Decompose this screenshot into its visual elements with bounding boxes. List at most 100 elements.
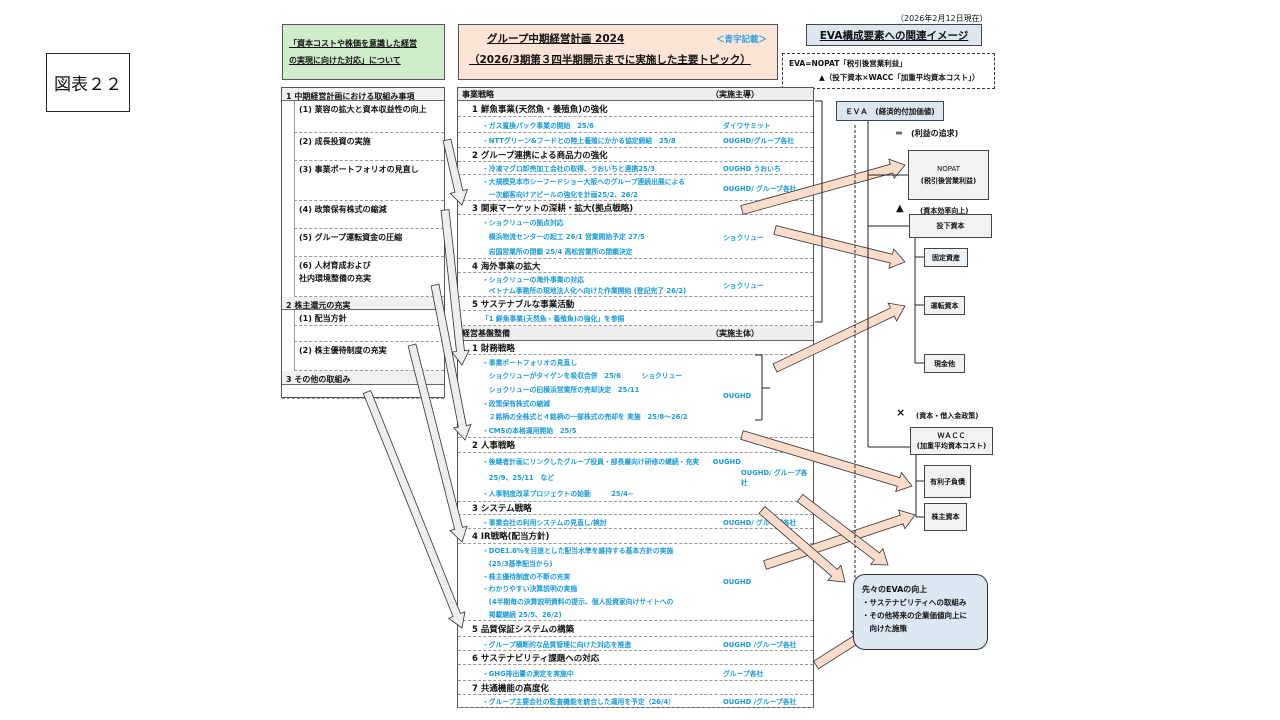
gray-arrow [362,389,466,629]
section-title: 経営基盤整備 [462,328,510,338]
capital-cost-box: 「資本コストや株価を意識した経営 の実現に向けた対応」について [282,24,445,80]
topic-owner: OUGHD/ グループ各社 [723,184,797,193]
topic-text: ・冷凍マグロ卸売加工会社の取得、うおいちと連携25/3 [482,162,723,174]
initiative-row [294,326,444,342]
eva-box: ＥＶＡ (経済的付加価値) [836,101,944,121]
topic-line: 一次顧客向けアピールの強化を計画25/2、26/2 [482,190,638,199]
topic-line: ショクリューがタイゲンを吸収合併 25/6 ショクリュー [482,372,683,381]
topic-line: ・GHG排出量の測定を実施中 [482,669,574,678]
topic-row: 「1 鮮魚事業(天然魚・養殖魚)の強化」を参照 [458,311,813,326]
interest-debt-box: 有利子負債 [924,465,971,498]
topic-line: ベトナム事務所の現地法人化へ向けた作業開始 (登記完了 26/2) [482,287,687,296]
topic-row: ・ショクリューの海外事業の対応 ベトナム事務所の現地法人化へ向けた作業開始 (登… [458,273,813,297]
nopat-box: NOPAT (税引後営業利益) [908,150,989,200]
minus-icon: ▲ [896,203,904,214]
strategy-title: 5 品質保証システムの構築 [472,624,575,635]
topic-line: ・冷凍マグロ卸売加工会社の取得、うおいちと連携25/3 [482,165,655,173]
topic-owner: OUGHD/グループ各社 [723,137,795,145]
initiative-row: (1) 業容の拡大と資本収益性の向上 [294,101,444,133]
initiative-row: (4) 政策保有株式の縮減 [294,201,444,229]
topic-owner: OUGHD /グループ各社 [723,698,797,706]
topic-row: ・グループ主要会社の監査機能を統合した運用を予定（26/4）OUGHD /グルー… [458,695,813,708]
working-capital-box: 運転資本 [924,296,965,315]
topic-line: ・人事制度改革プロジェクトの始動 25/4~ [482,490,634,498]
topic-row: ・DOE1.6%を目途とした配当水準を維持する基本方針の実施 (25/3基準配当… [458,544,813,621]
topic-owner: OUGHD /グループ各社 [723,640,797,649]
section-owner-header: （実施主導） [711,89,759,99]
figure-label: 図表２２ [46,53,130,112]
blue-note: ＜青字記載＞ [715,35,767,45]
strategy-heading: 2 人事戦略 [458,438,813,453]
topic-text: ・事業会社の利用システムの見直し/検討 [482,515,723,528]
topic-text: ・GHG排出量の測定を実施中 [482,665,723,680]
wacc-sub: (加重平均資本コスト) [916,442,987,450]
strategy-title: 3 システム戦略 [472,504,532,514]
topics-table: 事業戦略（実施主導）1 鮮魚事業(天然魚・養殖魚)の強化・ガス置換パック事業の開… [457,87,814,708]
topic-line: 「1 鮮魚事業(天然魚・養殖魚)の強化」を参照 [482,315,625,323]
topic-line: 25/9、25/11 など [482,474,555,482]
topic-row: ・冷凍マグロ卸売加工会社の取得、うおいちと連携25/3 OUGHD うおいち [458,162,813,175]
strategy-title: 7 共通機能の高度化 [472,683,549,694]
future-item: ・その他将来の企業価値向上に [862,611,967,620]
strategy-heading: 3 関東マーケットの深耕・拡大(拠点戦略) [458,201,813,215]
topic-line: (25/3基準配当から) [482,559,553,568]
fixed-assets-box: 固定資産 [924,248,968,267]
topic-owner: OUGHD うおいち [723,165,781,173]
capital-cost-line2: の実現に向けた対応」について [289,56,401,65]
topic-line: 横浜物流センターの起工 26/1 営業開始予定 27/5 [482,233,645,242]
future-item: 向けた施策 [862,624,907,633]
topic-line: (4半期毎の決算説明資料の提示、個人投資家向けサイトへの [482,597,674,606]
strategy-heading: 3 システム戦略 [458,502,813,515]
topic-line: 岩国営業所の閉鎖 25/4 高松営業所の閉鎖決定 [482,247,633,256]
topic-text: ・DOE1.6%を目途とした配当水準を維持する基本方針の実施 (25/3基準配当… [482,544,723,620]
section-owner-header: （実施主体） [711,328,759,338]
topic-owner: ショクリュー [723,281,764,290]
strategy-heading: 4 海外事業の拡大 [458,259,813,273]
nopat-sub: (税引後営業利益) [920,176,977,185]
strategy-heading: 1 財務戦略 [458,341,813,355]
plan-title-box: グループ中期経営計画 2024 ＜青字記載＞ （2026/3期第３四半期開示まで… [458,24,778,80]
initiative-row: (1) 配当方針 [294,310,444,326]
topic-text: ・大規模見本市シーフードショー大阪へのグループ連続出展による 一次顧客向けアピー… [482,175,723,200]
future-eva-box: 先々のEVAの向上 ・サステナビリティへの取組み ・その他将来の企業価値向上に … [853,574,988,650]
wacc-box: ＷＡＣＣ (加重平均資本コスト) [910,427,993,455]
future-item: ・サステナビリティへの取組み [862,598,967,607]
initiative-row: 1 中期経営計画における取組み事項 [282,88,444,101]
formula-line1: EVA=NOPAT「税引後営業利益」 [789,59,907,68]
topic-line: ・事業ポートフォリオの見直し [482,358,578,367]
nopat-label: NOPAT [936,164,961,173]
topic-line: ・グループ横断的な品質管理に向けた対応を推進 [482,640,632,649]
strategy-heading: 5 品質保証システムの構築 [458,621,813,637]
topic-row: ・大規模見本市シーフードショー大阪へのグループ連続出展による 一次顧客向けアピー… [458,175,813,201]
topic-owner: OUGHD [723,392,752,400]
plan-title: グループ中期経営計画 2024 [487,33,625,45]
topic-text: ・ショクリューの拠点対応 横浜物流センターの起工 26/1 営業開始予定 27/… [482,215,723,258]
initiative-row: 3 その他の取組み [282,371,444,385]
topic-text: ・NTTグリーン&フードとの陸上養殖にかかる協定締結 25/8 [482,133,723,147]
strategy-title: 1 財務戦略 [472,343,515,354]
strategy-heading: 6 サステナビリティ課題への対応 [458,651,813,665]
strategy-title: 2 人事戦略 [472,441,515,451]
topic-owner: OUGHD/ グループ各社 [723,518,797,527]
initiative-row: (6) 人材育成および 社内環境整備の充実 [294,257,444,297]
strategy-heading: 2 グループ連携による商品力の強化 [458,148,813,162]
topic-owner: OUGHD/ グループ各社 [740,469,808,487]
initiative-row: (2) 成長投資の実施 [294,133,444,161]
topic-row: ・事業ポートフォリオの見直し ショクリューがタイゲンを吸収合併 25/6 ショク… [458,355,813,438]
topic-owner: ダイワサミット [723,121,771,130]
strategy-heading: 7 共通機能の高度化 [458,681,813,695]
initiative-row: (2) 株主優待制度の充実 [294,342,444,371]
strategy-title: 4 海外事業の拡大 [472,261,541,272]
eva-formula: EVA=NOPAT「税引後営業利益」 ▲（投下資本×WACC「加重平均資本コスト… [782,53,995,89]
strategy-heading: 1 鮮魚事業(天然魚・養殖魚)の強化 [458,101,813,117]
equals-label: ＝ (利益の追求) [895,129,959,138]
topic-text: ・後継者計画にリンクしたグループ役員・部長層向け研修の継続・充実 OUGHD 2… [482,453,741,501]
strategy-title: 3 関東マーケットの深耕・拡大(拠点戦略) [472,203,634,214]
topic-text: ・事業ポートフォリオの見直し ショクリューがタイゲンを吸収合併 25/6 ショク… [482,355,723,437]
topic-line: ・大規模見本市シーフードショー大阪へのグループ連続出展による [482,178,685,187]
eva-title: EVA構成要素への関連イメージ [806,24,982,46]
topic-owner: OUGHD [723,578,752,586]
topic-line: ・DOE1.6%を目途とした配当水準を維持する基本方針の実施 [482,547,674,556]
